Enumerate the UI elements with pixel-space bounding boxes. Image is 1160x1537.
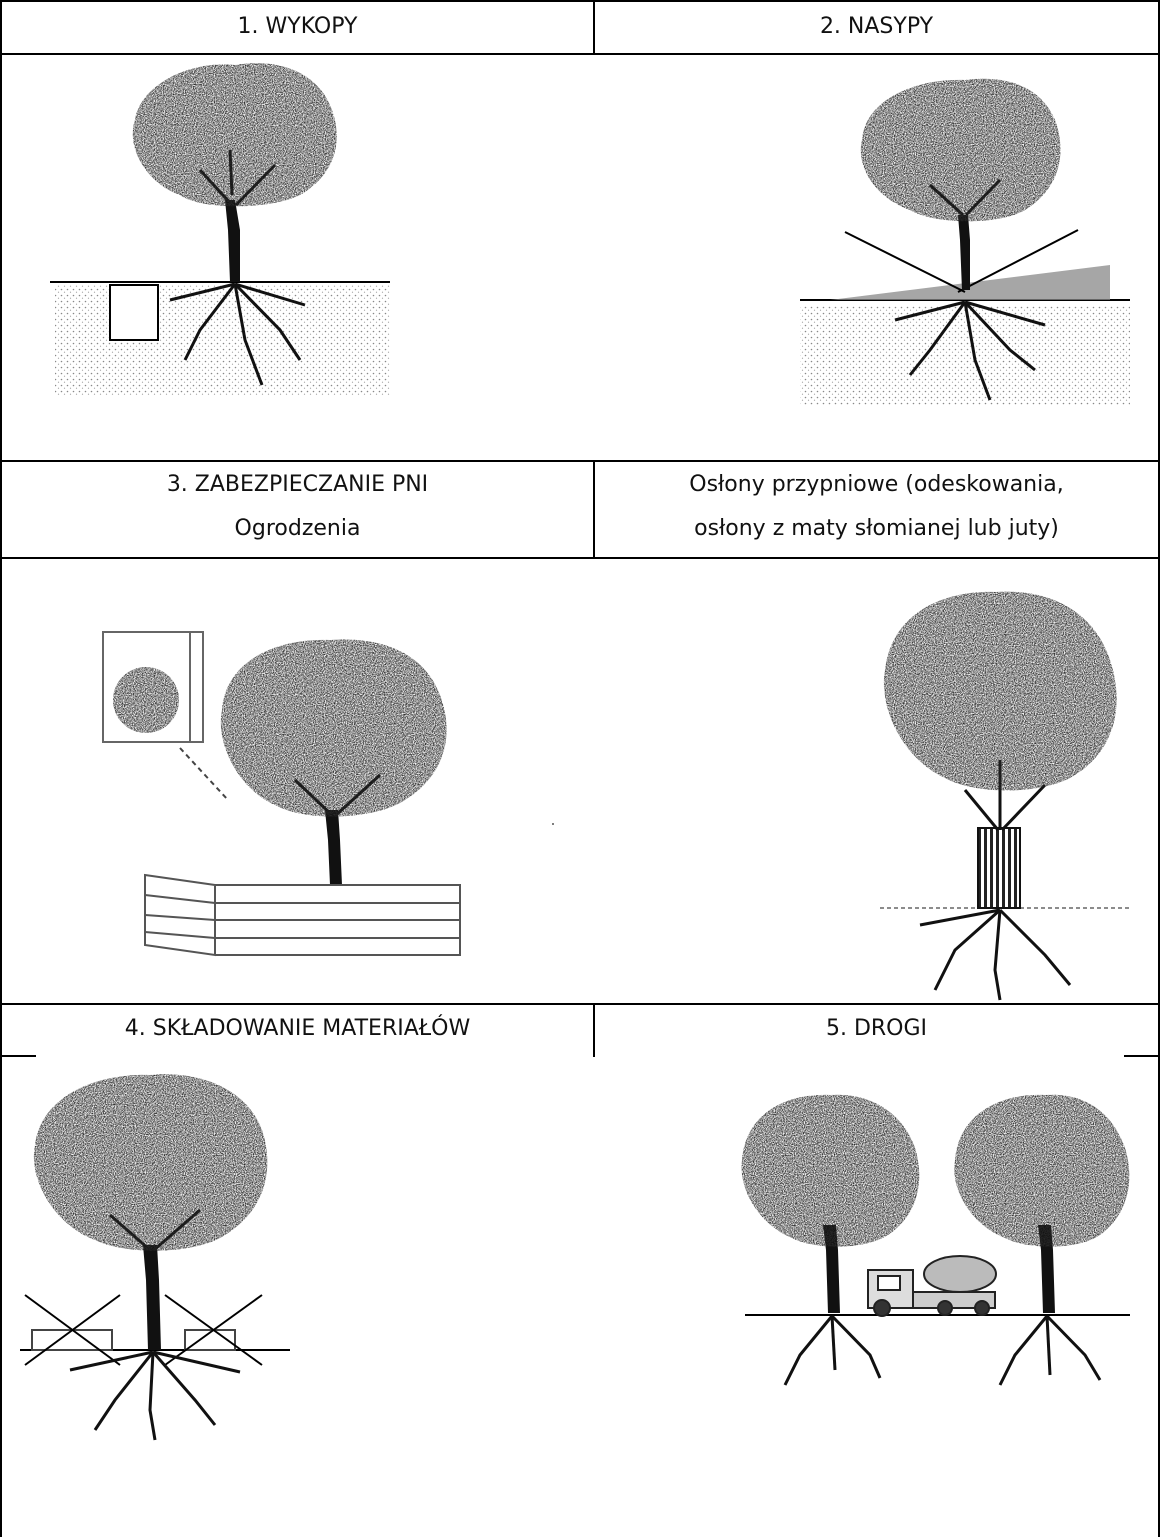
trunk (225, 200, 240, 282)
truck (868, 1256, 996, 1316)
illustration-skladowanie (20, 1074, 290, 1440)
illustration-oslony (880, 592, 1130, 1000)
stray-mark (552, 823, 554, 825)
tree-crown (34, 1074, 267, 1250)
prohibition-cross-right (165, 1295, 262, 1365)
illustration-drogi (742, 1095, 1130, 1385)
tree-crown-left (742, 1095, 920, 1247)
illustration-wykopy (50, 63, 390, 395)
fence (145, 875, 460, 955)
tree-crown (884, 592, 1117, 791)
trunk-guard (978, 828, 1020, 908)
trunk (325, 810, 342, 885)
trunk (958, 215, 970, 290)
cross-line-left (845, 232, 965, 292)
material-stack-left (32, 1330, 112, 1350)
illustration-nasypy (800, 79, 1130, 405)
trunk (143, 1245, 161, 1350)
roots-left (785, 1316, 880, 1385)
tree-crown-right (954, 1095, 1129, 1247)
detail-trunk-section (113, 667, 179, 733)
roots (920, 910, 1070, 1000)
roots-right (1000, 1316, 1100, 1385)
roots (70, 1352, 240, 1440)
tree-crown (133, 63, 337, 206)
illustration-ogrodzenia (103, 632, 460, 955)
tree-crown (221, 639, 447, 816)
detail-arrow (180, 748, 228, 800)
soil-texture (800, 305, 1130, 405)
tree-crown (861, 79, 1061, 221)
trench (110, 285, 158, 340)
